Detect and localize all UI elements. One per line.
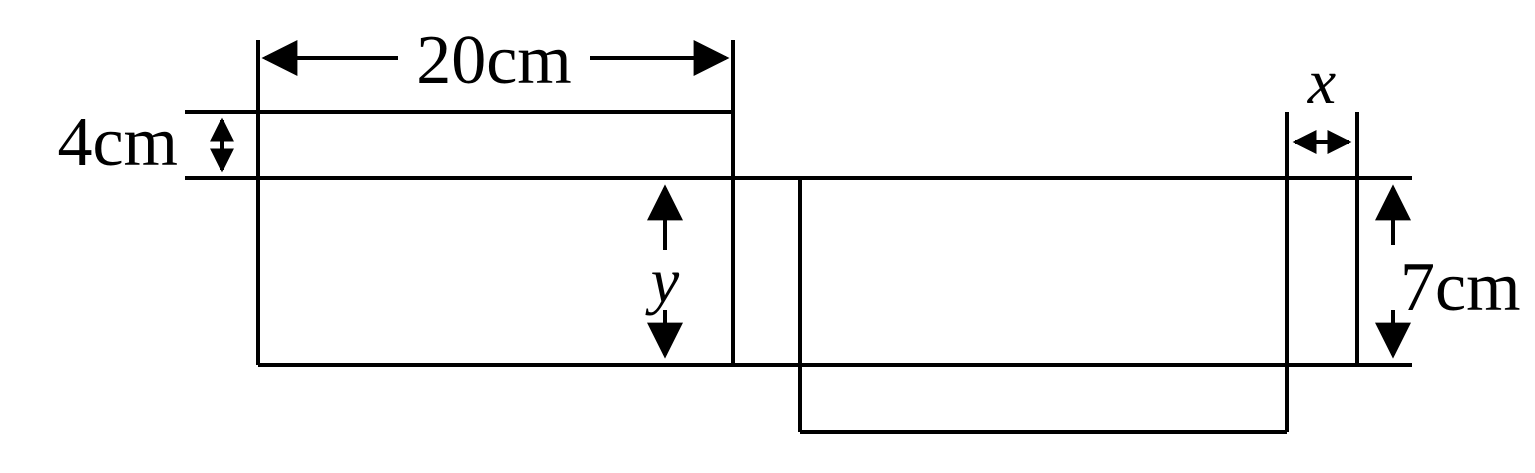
y-dimension-label: y: [645, 245, 680, 316]
x-dimension-label: x: [1307, 46, 1336, 117]
height-7cm-label: 7cm: [1400, 249, 1521, 326]
height-4cm-label: 4cm: [57, 104, 178, 181]
width-20cm-label: 20cm: [416, 22, 572, 99]
